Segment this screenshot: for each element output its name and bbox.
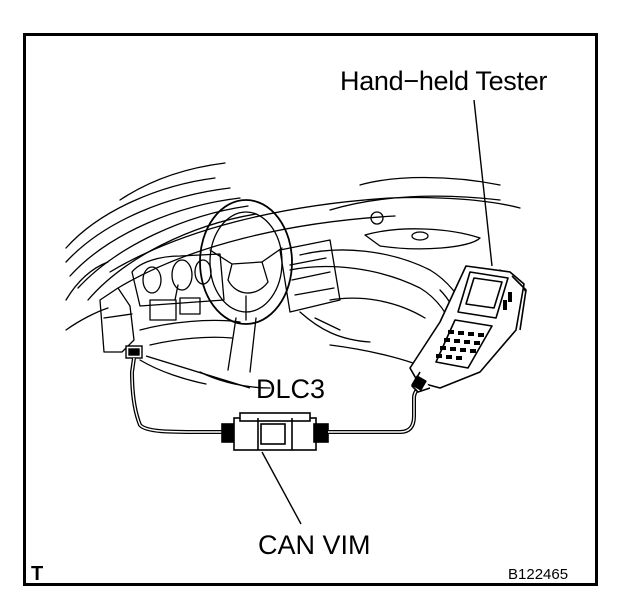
tester-cable xyxy=(328,382,426,434)
tester-leader-line xyxy=(473,99,493,267)
dlc3-label: DLC3 xyxy=(256,374,326,404)
figure-frame xyxy=(23,33,598,586)
figure-code: B122465 xyxy=(508,566,569,583)
can-vim-module xyxy=(221,412,329,451)
dlc3-connector xyxy=(125,345,143,359)
corner-mark: T xyxy=(31,563,44,585)
hand-held-tester-device xyxy=(409,265,527,393)
can-vim-label: CAN VIM xyxy=(258,530,371,560)
hand-held-tester-label: Hand−held Tester xyxy=(340,66,548,96)
dlc3-cable xyxy=(129,357,226,434)
vehicle-interior-drawing xyxy=(65,162,527,389)
dlc3-leader-line xyxy=(145,355,251,389)
can-vim-leader-line xyxy=(261,451,302,525)
